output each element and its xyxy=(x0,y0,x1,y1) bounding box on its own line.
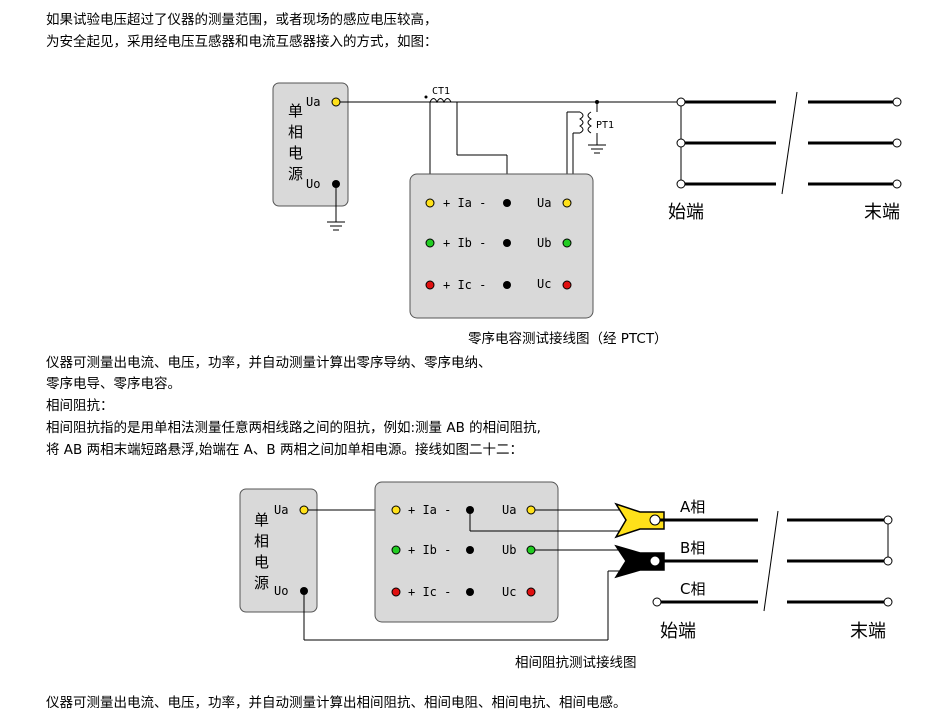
ub2-input-label: Ub xyxy=(502,543,516,557)
phase-a-label: A相 xyxy=(680,498,705,516)
ia2-plus-terminal xyxy=(391,505,401,515)
mid-line-5: 将 AB 两相末端短路悬浮,始端在 A、B 两相之间加单相电源。接线如图二十二： xyxy=(46,442,523,458)
line-break-2 xyxy=(763,510,779,612)
caption-2: 相间阻抗测试接线图 xyxy=(515,654,637,671)
ib2-minus-terminal xyxy=(466,546,474,554)
ib2-plus-terminal xyxy=(391,545,401,555)
pt1-coil-secondary xyxy=(579,111,584,134)
source-box-2 xyxy=(239,488,318,613)
pt1-coil-primary xyxy=(587,111,592,134)
start-end-label-2: 始端 xyxy=(660,621,696,642)
ic-label: + Ic - xyxy=(443,278,486,292)
source-char-3: 电 xyxy=(288,144,303,162)
uc2-input-terminal xyxy=(526,587,536,597)
ub-input-terminal xyxy=(562,238,572,248)
diagram-zero-sequence: 单 相 电 源 Ua Uo CT1 PT1 xyxy=(272,82,902,347)
source-ua-label: Ua xyxy=(306,95,320,109)
mid-line-1: 仪器可测量出电流、电压，功率，并自动测量计算出零序导纳、零序电纳、 xyxy=(46,355,492,371)
ic-minus-terminal xyxy=(503,281,511,289)
ib-minus-terminal xyxy=(503,239,511,247)
intro-line-1: 如果试验电压超过了仪器的测量范围，或者现场的感应电压较高， xyxy=(46,12,438,28)
caption-1: 零序电容测试接线图（经 PTCT） xyxy=(468,330,668,347)
instrument-box-1 xyxy=(409,173,594,319)
intro-line-2: 为安全起见，采用经电压互感器和电流互感器接入的方式，如图： xyxy=(46,34,438,50)
ib-label: + Ib - xyxy=(443,236,486,250)
ua-input-terminal xyxy=(562,198,572,208)
instrument-box-2 xyxy=(374,481,559,623)
uc-input-label: Uc xyxy=(537,277,551,291)
source2-ua-terminal xyxy=(299,505,309,515)
ic2-minus-terminal xyxy=(466,588,474,596)
diagram-phase-impedance: 单 相 电 源 Ua Uo + Ia - + Ib - + Ic - Ua Ub… xyxy=(239,481,893,671)
ia-label: + Ia - xyxy=(443,196,486,210)
outro-line-1: 仪器可测量出电流、电压，功率，并自动测量计算出相间阻抗、相间电阻、相间电抗、相间… xyxy=(46,695,627,711)
phase-b-label: B相 xyxy=(680,539,705,557)
ic2-plus-terminal xyxy=(391,587,401,597)
source-char-2: 相 xyxy=(288,123,303,141)
source2-char-4: 源 xyxy=(254,574,269,592)
phase-c-label: C相 xyxy=(680,580,705,598)
source2-uo-label: Uo xyxy=(274,584,288,598)
ua2-input-terminal xyxy=(526,505,536,515)
clamp-a-icon xyxy=(614,502,665,539)
source2-char-2: 相 xyxy=(254,532,269,550)
ct1-coil xyxy=(429,98,452,104)
clamp-b-icon xyxy=(614,544,665,579)
ub-input-label: Ub xyxy=(537,236,551,250)
source-uo-label: Uo xyxy=(306,177,320,191)
ia-minus-terminal xyxy=(503,199,511,207)
ua2-input-label: Ua xyxy=(502,503,516,517)
line-break-1 xyxy=(781,91,798,195)
ct1-label: CT1 xyxy=(432,86,450,97)
ia-plus-terminal xyxy=(425,198,435,208)
source-char-4: 源 xyxy=(288,165,303,183)
source-box-1 xyxy=(272,82,349,207)
source2-ua-label: Ua xyxy=(274,503,288,517)
ic-plus-terminal xyxy=(425,280,435,290)
ib-plus-terminal xyxy=(425,238,435,248)
pt1-label: PT1 xyxy=(596,120,614,131)
ia2-label: + Ia - xyxy=(408,503,451,517)
uc2-input-label: Uc xyxy=(502,585,516,599)
source2-char-1: 单 xyxy=(254,511,269,529)
start-end-label-1: 始端 xyxy=(668,202,704,223)
far-end-label-1: 末端 xyxy=(864,202,900,223)
ub2-input-terminal xyxy=(526,545,536,555)
mid-line-2: 零序电导、零序电容。 xyxy=(46,376,181,392)
mid-line-4: 相间阻抗指的是用单相法测量任意两相线路之间的阻抗，例如:测量 AB 的相间阻抗, xyxy=(46,420,541,436)
uc-input-terminal xyxy=(562,280,572,290)
ib2-label: + Ib - xyxy=(408,543,451,557)
ic2-label: + Ic - xyxy=(408,585,451,599)
source2-char-3: 电 xyxy=(254,553,269,571)
far-end-label-2: 末端 xyxy=(850,621,886,642)
mid-line-3: 相间阻抗： xyxy=(46,398,114,414)
source-char-1: 单 xyxy=(288,102,303,120)
ua-input-label: Ua xyxy=(537,196,551,210)
source-ua-terminal xyxy=(331,97,341,107)
